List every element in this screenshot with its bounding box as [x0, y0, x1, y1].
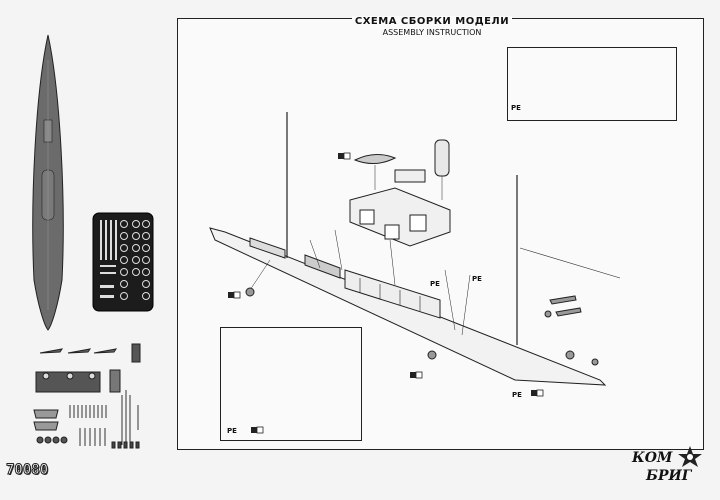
brand-line-2: БРИГ [646, 468, 692, 484]
brand-line-1: КОМ [632, 450, 673, 466]
pe-label-top: PE [511, 104, 521, 112]
brand-logo: КОМ БРИГ [632, 440, 712, 490]
title-russian: СХЕМА СБОРКИ МОДЕЛИ [354, 16, 510, 27]
pe-inset-bottom [220, 327, 362, 441]
logo-star-icon [678, 446, 702, 467]
title-english: ASSEMBLY INSTRUCTION [382, 28, 482, 37]
kit-code: 70080 [5, 462, 49, 479]
pe-label-bottom: PE [227, 427, 237, 435]
photo-etch-fret [92, 212, 154, 312]
loose-parts [33, 343, 141, 449]
pe-inset-top [507, 47, 677, 121]
title-block: СХЕМА СБОРКИ МОДЕЛИ ASSEMBLY INSTRUCTION [352, 16, 512, 37]
pe-label-right: PE [512, 391, 522, 399]
hull-top-view [32, 34, 64, 331]
pe-label-center-1: PE [430, 280, 440, 288]
pe-label-center-2: PE [472, 275, 482, 283]
